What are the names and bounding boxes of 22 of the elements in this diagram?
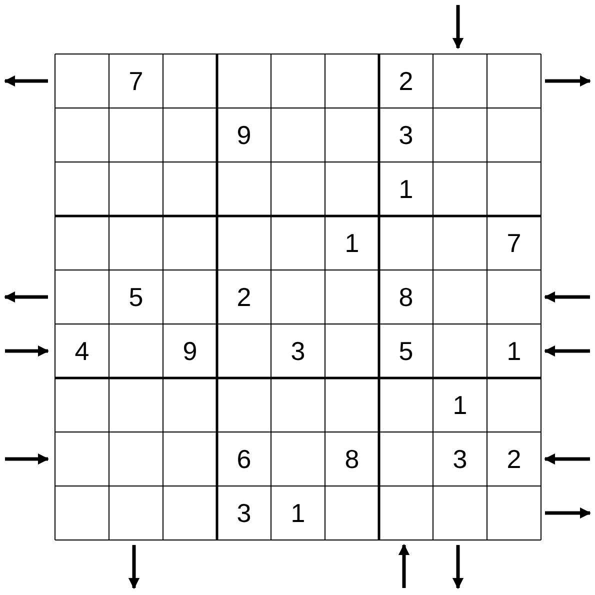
- given-digit: 3: [290, 336, 306, 366]
- given-digit: 4: [74, 336, 90, 366]
- given-digit: 3: [236, 498, 252, 528]
- given-digit: 2: [236, 282, 252, 312]
- given-digit: 6: [236, 444, 252, 474]
- given-digit: 1: [344, 228, 360, 258]
- given-digit: 2: [398, 66, 414, 96]
- given-digit: 3: [452, 444, 468, 474]
- given-digit: 7: [506, 228, 522, 258]
- given-digit: 1: [398, 174, 414, 204]
- given-digit: 2: [506, 444, 522, 474]
- given-digit: 1: [290, 498, 306, 528]
- given-digit: 9: [236, 120, 252, 150]
- given-digit: 8: [344, 444, 360, 474]
- given-digit: 1: [452, 390, 468, 420]
- given-digit: 7: [128, 66, 144, 96]
- given-digit: 5: [398, 336, 414, 366]
- given-digit: 9: [182, 336, 198, 366]
- given-digit: 3: [398, 120, 414, 150]
- given-digit: 5: [128, 282, 144, 312]
- given-digit: 8: [398, 282, 414, 312]
- given-digit: 1: [506, 336, 522, 366]
